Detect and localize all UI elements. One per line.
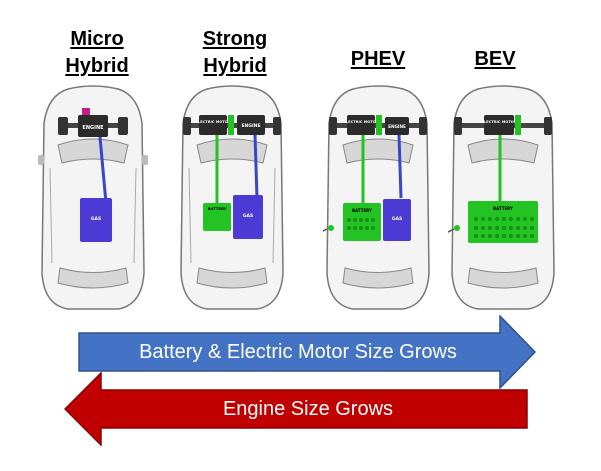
car-body [326, 85, 430, 310]
battery-label: BATTERY [493, 206, 513, 211]
charging-plug-icon [448, 225, 460, 233]
heading-line: BEV [474, 48, 516, 70]
gas-label: GAS [243, 213, 253, 219]
arrow-left-icon [64, 372, 528, 446]
heading-line: Strong [202, 28, 268, 50]
gas-tank [233, 195, 263, 239]
gas-label: GAS [91, 216, 101, 222]
car-phev: ELECTRIC MOTOR ENGINE BATTERY GAS [323, 83, 433, 311]
heading-line: Hybrid [65, 55, 129, 77]
car-strong-hybrid: ELECTRIC MOTOR ENGINE BATTERY GAS [177, 83, 287, 311]
gas-tank [80, 198, 112, 242]
battery-motor-arrow-label: Battery & Electric Motor Size Grows [139, 340, 457, 363]
car-bev: ELECTRIC MOTOR BATTERY [448, 83, 558, 311]
battery-label: BATTERY [208, 206, 227, 211]
heading-bev: BEV [440, 46, 550, 73]
electric-motor-label: ELECTRIC MOTOR [343, 120, 378, 124]
electric-motor-label: ELECTRIC MOTOR [481, 120, 516, 124]
battery-pack [203, 203, 231, 231]
heading-line: PHEV [350, 48, 406, 70]
engine-label: ENGINE [82, 125, 104, 131]
engine-label: ENGINE [388, 124, 406, 129]
electric-motor-block [199, 115, 227, 135]
battery-label: BATTERY [352, 208, 372, 213]
battery-motor-arrow: Battery & Electric Motor Size Grows [78, 315, 536, 389]
charging-plug-icon [323, 225, 334, 232]
electric-motor-block [484, 115, 514, 135]
engine-block [385, 117, 409, 135]
engine-block [237, 115, 265, 135]
engine-block [78, 115, 108, 137]
car-body [38, 85, 148, 310]
battery-pack [343, 203, 381, 241]
engine-label: ENGINE [241, 123, 260, 129]
car-body [180, 85, 284, 310]
electric-motor-label: ELECTRIC MOTOR [195, 120, 230, 124]
car-body [451, 85, 555, 310]
heading-line: Hybrid [203, 55, 267, 77]
heading-phev: PHEV [323, 46, 433, 73]
battery-pack [468, 201, 538, 243]
heading-strong-hybrid: Strong Hybrid [180, 26, 290, 80]
electric-motor-block [347, 115, 375, 135]
engine-arrow: Engine Size Grows [64, 372, 528, 446]
engine-arrow-label: Engine Size Grows [222, 397, 394, 420]
arrow-right-icon [78, 315, 536, 389]
gas-label: GAS [392, 216, 402, 222]
heading-line: Micro [70, 28, 124, 50]
gas-tank [383, 199, 411, 241]
car-micro-hybrid: ENGINE GAS [38, 83, 148, 311]
heading-micro-hybrid: Micro Hybrid [42, 26, 152, 80]
